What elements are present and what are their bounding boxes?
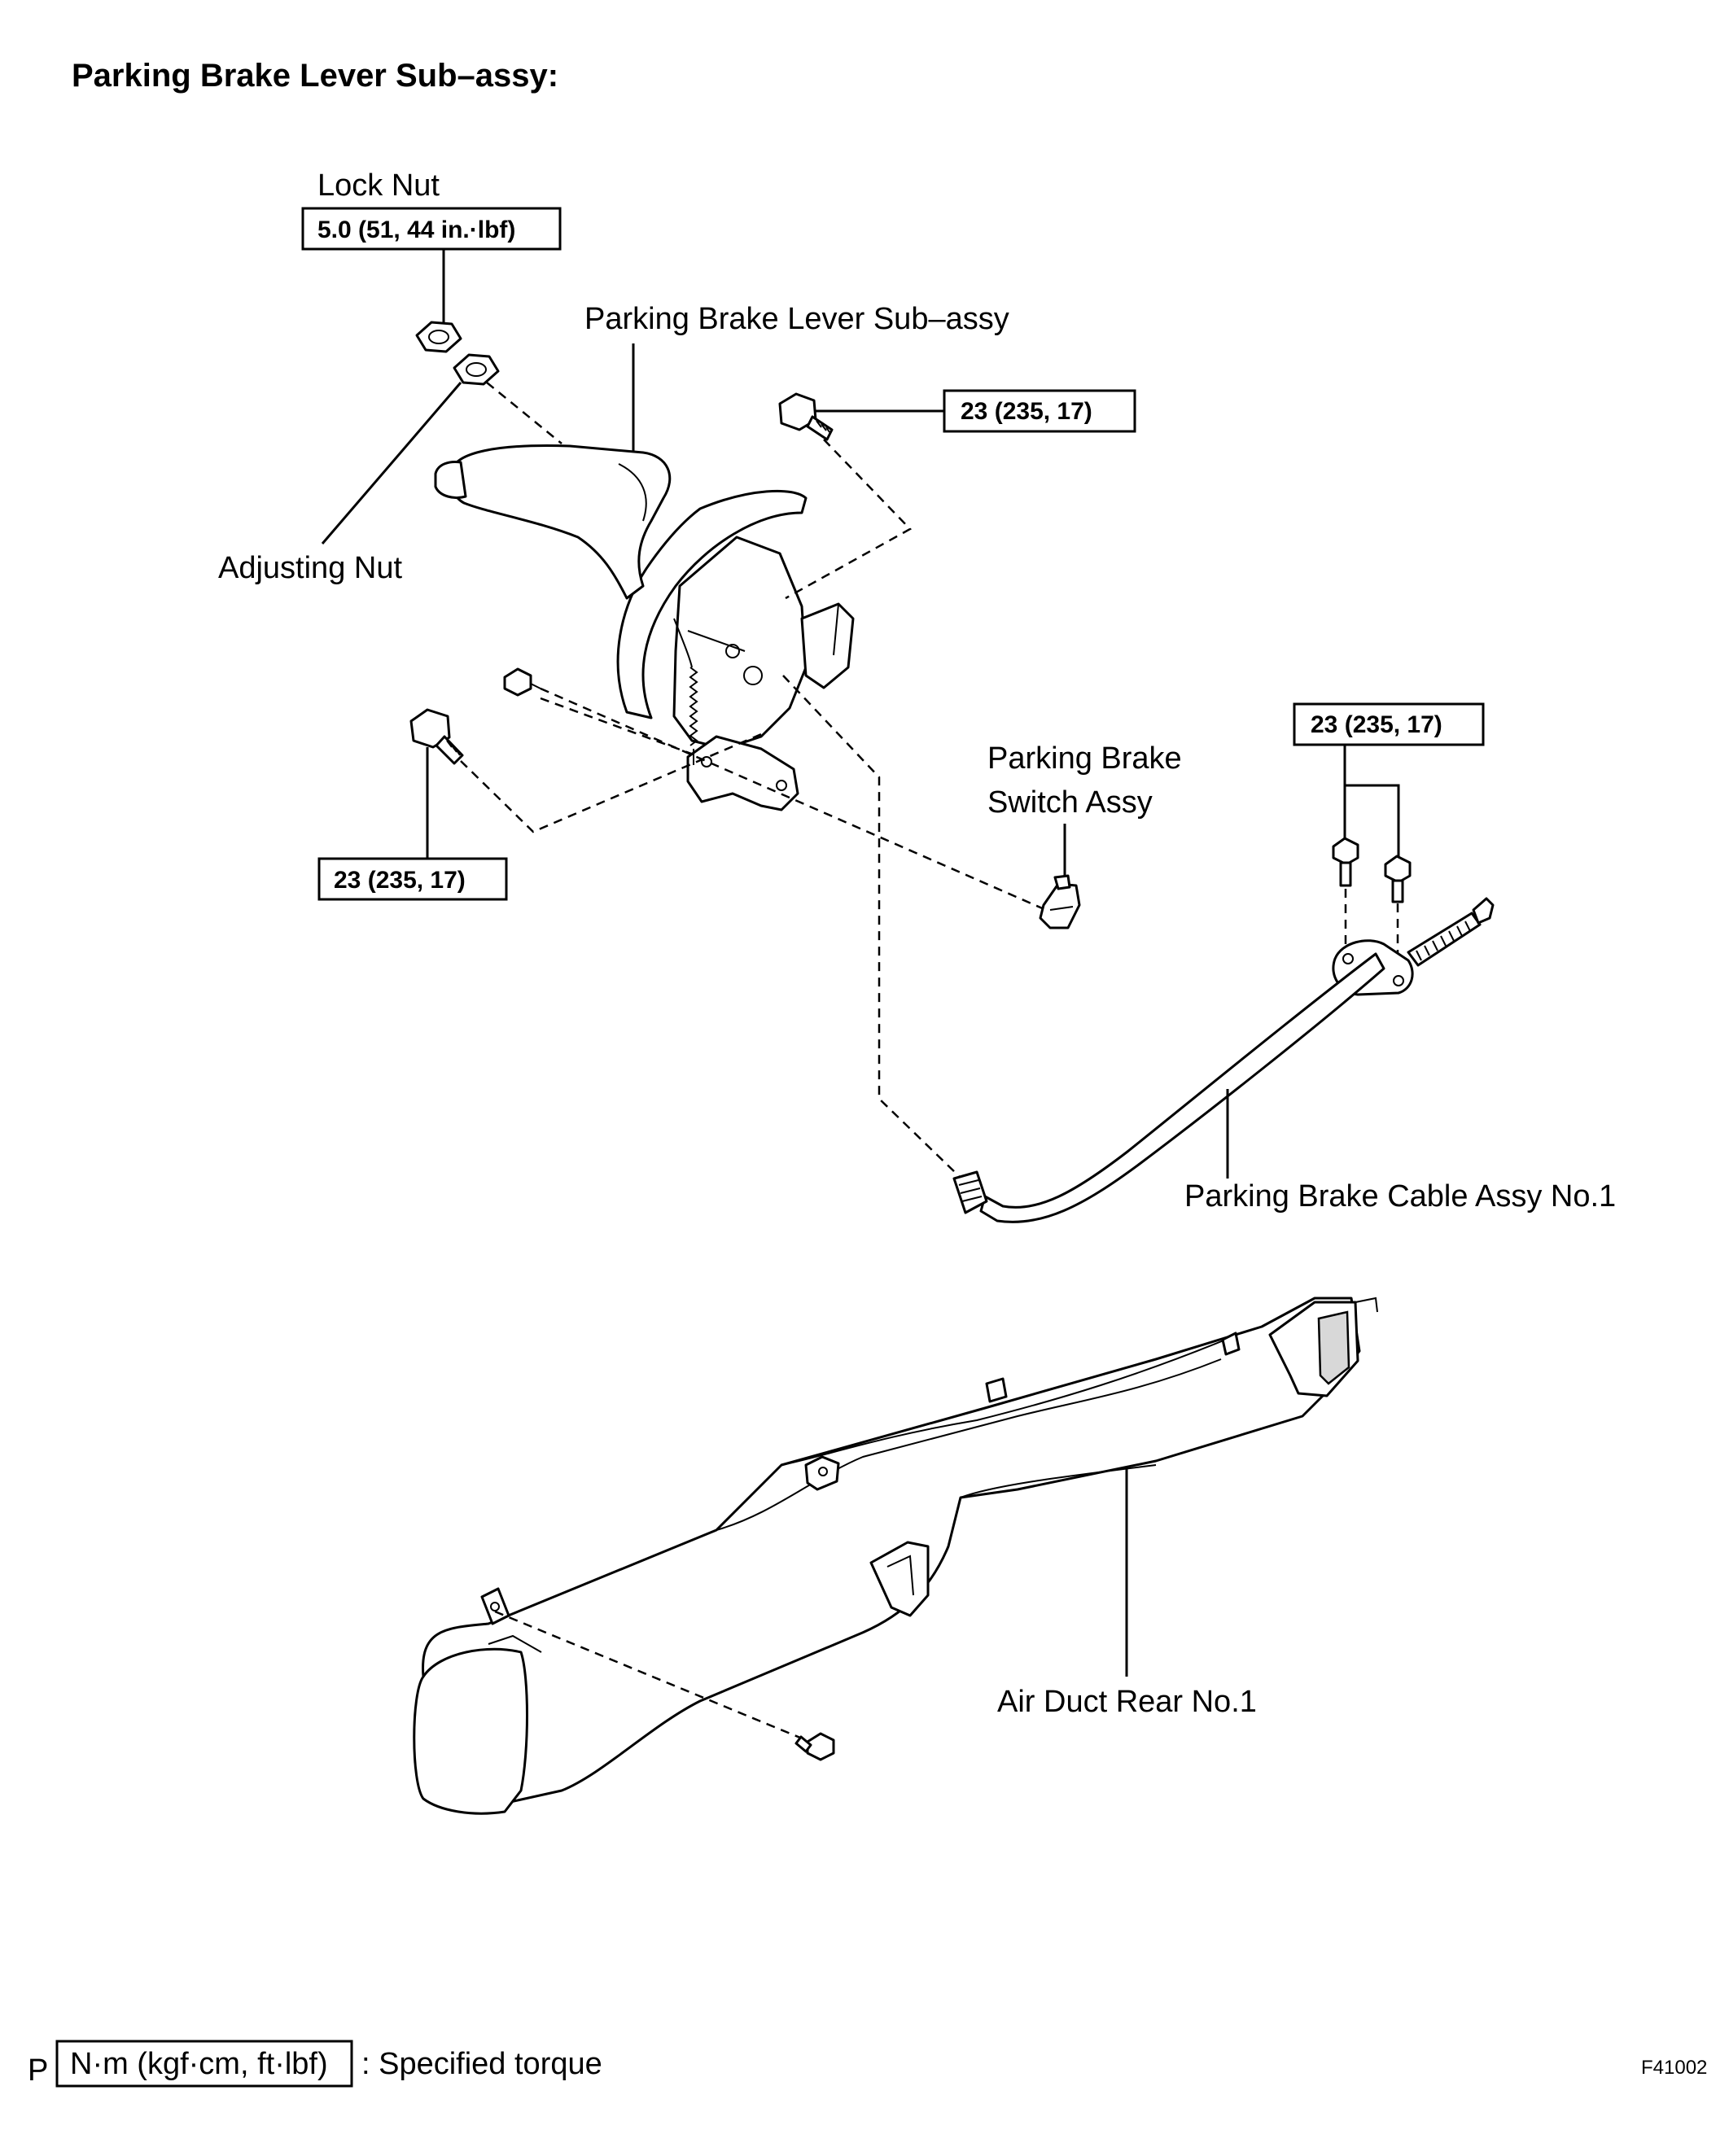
switch-label-line1: Parking Brake: [987, 741, 1182, 776]
lever-sub-assy-label: Parking Brake Lever Sub–assy: [584, 302, 1009, 336]
cable-bolt-left: [1332, 837, 1359, 887]
legend-units: N·m (kgf·cm, ft·lbf): [70, 2047, 328, 2081]
diagram-title: Parking Brake Lever Sub–assy:: [72, 58, 558, 94]
lock-nut-torque-value: 5.0 (51, 44 in.·lbf): [317, 216, 515, 243]
left-bolt-torque-box: 23 (235, 17): [317, 857, 508, 901]
torque-legend: N·m (kgf·cm, ft·lbf) : Specified torque: [55, 2040, 602, 2088]
left-bolt-torque-value: 23 (235, 17): [334, 867, 466, 894]
lock-nut: [415, 321, 462, 353]
adjusting-nut-label: Adjusting Nut: [218, 551, 402, 585]
left-bolt: [409, 708, 464, 765]
switch-label-line2: Switch Assy: [987, 785, 1153, 820]
parking-brake-cable: [952, 897, 1495, 1223]
top-bolt-torque-value: 23 (235, 17): [961, 398, 1092, 425]
cable-bolt-right: [1384, 855, 1412, 903]
lock-nut-torque-box: 5.0 (51, 44 in.·lbf): [301, 207, 562, 251]
legend-prefix: P: [28, 2053, 48, 2088]
cable-assy-label: Parking Brake Cable Assy No.1: [1184, 1179, 1616, 1214]
top-bolt: [778, 392, 834, 441]
small-bolt: [503, 667, 541, 697]
top-bolt-torque-box: 23 (235, 17): [943, 389, 1136, 433]
lock-nut-label: Lock Nut: [317, 168, 440, 203]
adjusting-nut: [453, 353, 500, 386]
cable-bolts-torque-box: 23 (235, 17): [1293, 702, 1485, 746]
parking-brake-switch: [1039, 874, 1081, 929]
air-duct-label: Air Duct Rear No.1: [997, 1685, 1257, 1719]
cable-bolts-torque-value: 23 (235, 17): [1311, 711, 1442, 738]
legend-description: : Specified torque: [361, 2047, 602, 2081]
air-duct-screw: [794, 1732, 835, 1761]
air-duct-rear: [413, 1297, 1378, 1815]
parking-brake-lever: [434, 444, 855, 811]
figure-id: F41002: [1641, 2057, 1707, 2079]
